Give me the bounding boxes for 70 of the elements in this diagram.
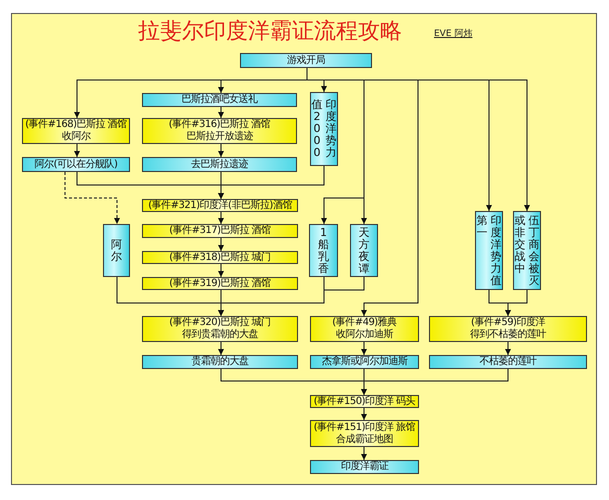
box-label: 去巴斯拉遗迹 [191, 158, 248, 170]
arrow [505, 342, 511, 356]
arrow [218, 106, 224, 118]
arrow [361, 446, 367, 460]
box-label: (事件#320)巴斯拉 城门 [169, 317, 271, 328]
arrow [218, 144, 224, 158]
condition-box [103, 224, 130, 277]
process-box [142, 93, 297, 107]
process-box [142, 157, 297, 172]
event-box [142, 316, 298, 342]
box-label: 阿尔(可以在分舰队) [34, 158, 118, 170]
box-label: (事件#150)印度洋 码头 [314, 396, 416, 408]
arrow [218, 166, 324, 200]
event-box [429, 316, 587, 342]
box-label: (事件#321)印度洋(非巴斯拉)酒馆 [148, 200, 292, 212]
box-label: 合成霸证地图 [336, 434, 393, 446]
vertical-label: 印度洋势力值2000 [312, 99, 336, 159]
box-label: (事件#151)印度洋 旅馆 [314, 422, 416, 434]
vertical-label: 印度洋势力值第一 [476, 214, 502, 286]
event-box [142, 277, 298, 290]
arrow [64, 172, 120, 224]
box-label: (事件#318)巴斯拉 城门 [169, 252, 271, 264]
box-label: 收阿尔加迪斯 [336, 329, 393, 341]
box-label: 游戏开局 [287, 54, 325, 66]
box-label: 贵霜朝的大盘 [192, 356, 248, 368]
box-label: 收阿尔 [62, 131, 90, 143]
box-label: (事件#49)雅典 [332, 317, 397, 328]
process-box [310, 460, 419, 474]
event-box [310, 420, 419, 447]
process-box [429, 355, 587, 369]
process-box [22, 157, 130, 172]
process-box [240, 53, 372, 68]
box-label: 得到不枯萎的莲叶 [470, 329, 546, 341]
box-label: (事件#168)巴斯拉 酒馆 [25, 119, 127, 131]
condition-box [350, 224, 378, 277]
arrow [361, 368, 508, 396]
arrow [218, 342, 224, 356]
arrow [218, 264, 224, 278]
vertical-label: 伍丁商会被灭或非交战中 [514, 214, 540, 286]
event-box [310, 316, 419, 342]
arrow [505, 290, 528, 316]
arrow [218, 238, 224, 252]
box-label: 杰拿斯或阿尔加迪斯 [322, 356, 408, 368]
arrow [218, 212, 224, 224]
arrow [218, 276, 364, 316]
box-label: (事件#317)巴斯拉 酒馆 [169, 225, 271, 237]
arrow [361, 408, 367, 420]
arrow [361, 342, 367, 356]
box-label: (事件#59)印度洋 [471, 317, 545, 328]
event-box [142, 251, 298, 264]
process-box [142, 355, 298, 369]
vertical-label: 1船乳香 [318, 226, 329, 274]
arrow [74, 144, 80, 158]
box-label: (事件#316)巴斯拉 酒馆 [168, 119, 270, 130]
title: 拉斐尔印度洋霸证流程攻略 [137, 18, 403, 46]
condition-box [309, 224, 338, 277]
vertical-label: 天方夜谭 [358, 226, 370, 274]
box-label: 印度洋霸证 [340, 461, 388, 473]
event-box [142, 224, 298, 238]
condition-box [310, 92, 338, 166]
box-label: 得到贵霜朝的大盘 [182, 329, 258, 341]
event-box [22, 118, 130, 144]
box-label: (事件#319)巴斯拉 酒馆 [169, 278, 271, 290]
box-label: 巴斯拉酒吧女送礼 [182, 94, 258, 106]
author-credit: EVE 阿炜 [434, 28, 472, 40]
box-label: 不枯萎的莲叶 [480, 356, 536, 368]
box-label: 巴斯拉开放遗迹 [186, 131, 253, 143]
vertical-label: 阿尔 [111, 238, 122, 262]
process-box [310, 355, 419, 369]
event-box [142, 118, 297, 144]
